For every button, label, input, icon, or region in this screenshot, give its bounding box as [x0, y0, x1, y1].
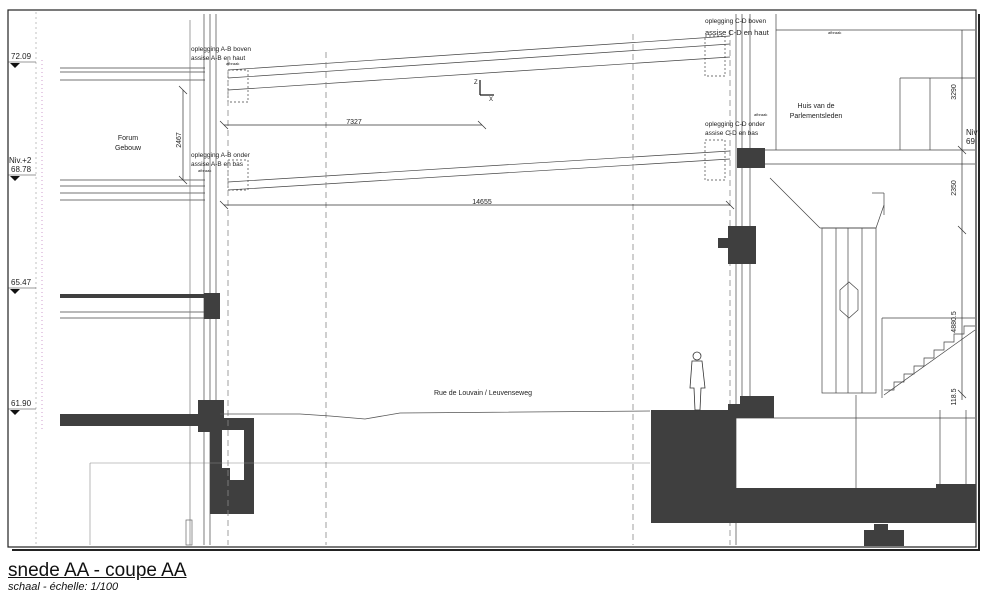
cd-bottom-1: oplegging C-D onder: [705, 121, 766, 128]
drawing-scale: schaal - échelle: 1/100: [8, 581, 119, 593]
ab-top-1: oplegging A-B boven: [191, 46, 251, 53]
level-65: 65.47: [11, 278, 32, 287]
level-right-niv: Niv: [966, 128, 978, 137]
level-niv2: Niv.+2: [9, 156, 32, 165]
dim-2467: 2467: [176, 132, 183, 148]
forum-label-2: Gebouw: [115, 145, 142, 152]
dim-14655: 14655: [472, 199, 492, 206]
parliament-solids: [651, 148, 976, 546]
cd-bottom-2: assise C-D en bas: [705, 130, 759, 137]
dim-2350: 2350: [951, 180, 958, 196]
cd-top-2: assise C-D en haut: [705, 28, 770, 37]
huis-label-1: Huis van de: [798, 103, 835, 110]
axis-symbol: [479, 80, 494, 96]
level-right-69: 69: [966, 137, 975, 146]
afbraak-note-4: afbraak: [828, 30, 841, 35]
ab-bottom-2: assise A-B en bas: [191, 161, 244, 168]
dim-4880: 4880.5: [951, 311, 958, 333]
dim-118: 118.5: [951, 388, 958, 405]
afbraak-note-2: afbraak: [198, 168, 211, 173]
drawing-frame: [7, 9, 977, 548]
dim-7327: 7327: [346, 119, 362, 126]
axis-x-label: X: [489, 97, 493, 103]
drawing-title: snede AA - coupe AA: [8, 560, 187, 581]
forum-building: [60, 14, 217, 546]
street-label: Rue de Louvain / Leuvenseweg: [434, 390, 532, 397]
street-level: [220, 410, 651, 420]
forum-slabs: [60, 293, 254, 514]
afbraak-note-1: afbraak: [226, 61, 239, 66]
parliament-building: [735, 14, 976, 545]
human-figure-scale: [689, 351, 706, 411]
level-marker-lines: [8, 61, 36, 410]
right-dimension-line: [957, 30, 967, 400]
level-72: 72.09: [11, 52, 32, 61]
level-61: 61.90: [11, 399, 32, 408]
ab-top-2: assise A-B en haut: [191, 55, 245, 62]
level-68: 68.78: [11, 165, 32, 174]
afbraak-note-3: afbraak: [754, 112, 767, 117]
level-markers: [10, 63, 20, 415]
bridge-structure: [227, 35, 731, 191]
huis-label-2: Parlementsleden: [790, 113, 843, 120]
ab-bottom-1: oplegging A-B onder: [191, 152, 251, 159]
cd-top-1: oplegging C-D boven: [705, 18, 766, 25]
dimension-lines: [178, 85, 735, 210]
left-grid-lines: [35, 12, 43, 545]
dim-3290: 3290: [951, 84, 958, 100]
axis-z-label: Z: [474, 80, 478, 86]
forum-label-1: Forum: [118, 135, 138, 142]
